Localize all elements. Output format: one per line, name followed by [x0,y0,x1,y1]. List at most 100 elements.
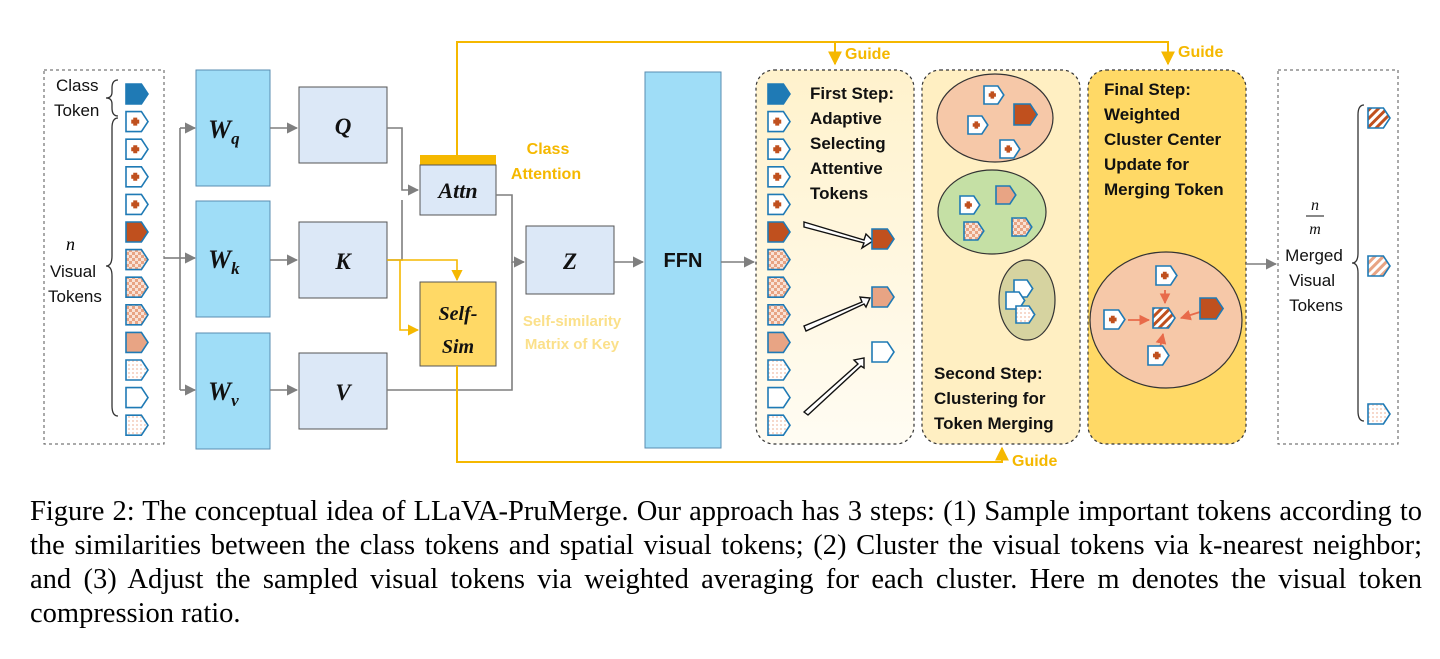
step3-line-4: Update for [1104,155,1189,174]
token-pattern-icon [773,172,782,181]
selection-arrows [802,221,875,416]
step3-line-5: Merging Token [1104,180,1224,199]
guide-label-step2: Guide [1012,453,1057,470]
step1-line-3: Selecting [810,134,886,153]
selfsim-label-2: Sim [442,336,474,358]
w-to-qkv-arrows [270,122,299,396]
token-icon [125,386,149,409]
pipeline-diagram: Class Token n Visual Tokens Wq Wk Wv Q K… [43,41,1399,470]
z-label: Z [562,249,577,274]
output-token-column [1367,107,1391,425]
class-token-label-2: Token [54,101,99,120]
step1-line-5: Tokens [810,184,868,203]
figure-caption: Figure 2: The conceptual idea of LLaVA-P… [30,496,1422,629]
selfsim-box [419,281,497,367]
token-icon [1152,307,1176,329]
fraction-denominator: m [1309,221,1321,238]
wq-label: Wq [208,115,240,148]
cluster-olive [998,259,1056,341]
token-icon [767,414,791,436]
token-icon [125,83,149,105]
k-label: K [334,249,352,274]
selfsim-label-1: Self- [439,303,478,325]
token-icon [125,304,149,326]
visual-tokens-label-2: Tokens [48,287,102,306]
step1-token-column [767,83,791,436]
guide-arrows [456,41,1175,463]
visual-tokens-label-1: Visual [50,262,96,281]
output-tokens-box [1277,69,1399,445]
guide-label-step1: Guide [845,46,890,63]
token-pattern-icon [773,200,782,209]
token-pattern-icon [1160,271,1169,280]
wq-box [195,69,271,187]
step2-panel [921,69,1081,445]
v-box [298,352,388,430]
token-pattern-icon [131,117,140,126]
token-icon [125,331,149,354]
selected-token-group [871,228,895,363]
ffn-label: FFN [664,250,703,272]
k-box [298,221,388,299]
step1-line-1: First Step: [810,84,894,103]
token-icon [125,248,149,271]
class-attention-label-1: Class [527,141,570,158]
merge-token-group [1103,265,1225,366]
token-pattern-icon [988,91,996,99]
token-icon [767,304,791,326]
token-pattern-icon [131,145,140,154]
token-icon [125,414,149,436]
ffn-box [644,71,722,449]
wk-box [195,200,271,318]
token-pattern-icon [131,172,140,181]
token-icon [1199,297,1225,320]
step3-line-1: Final Step: [1104,80,1191,99]
token-pattern-icon [972,121,980,129]
selfsim-caption-1: Self-similarity [523,313,622,330]
cluster-orange [936,73,1054,163]
wv-box [195,332,271,450]
class-token-brace [105,79,119,117]
v-label: V [335,380,352,405]
step3-line-2: Weighted [1104,105,1180,124]
step1-line-2: Adaptive [810,109,882,128]
token-pattern-icon [1108,315,1117,324]
left-token-column [125,83,149,436]
qk-to-attn-arrows [387,127,420,261]
class-attention-label-2: Attention [511,166,581,183]
step2-line-2: Clustering for [934,389,1046,408]
output-brace [1351,104,1365,422]
step3-line-3: Cluster Center [1104,130,1222,149]
merged-label-1: Merged [1285,246,1343,265]
selfsim-caption-2: Matrix of Key [525,336,620,353]
token-icon [767,83,791,105]
input-tokens-box [43,69,165,445]
k-to-selfsim-arrows [387,259,463,336]
token-icon [125,276,149,298]
token-icon [1367,403,1391,425]
token-icon [1367,107,1391,129]
token-pattern-icon [1152,351,1161,360]
q-box [298,86,388,164]
n-symbol: n [66,234,75,254]
cluster-green [937,169,1047,255]
merged-label-2: Visual [1289,271,1335,290]
step1-line-4: Attentive [810,159,883,178]
token-icon [995,185,1017,205]
merged-label-3: Tokens [1289,296,1343,315]
token-pattern-icon [773,117,782,126]
token-icon [1013,103,1039,126]
fraction-numerator: n [1311,197,1319,214]
q-label: Q [335,114,352,139]
token-icon [767,386,791,409]
token-pattern-icon [964,201,972,209]
token-icon [1367,255,1391,277]
guide-label-step3: Guide [1178,44,1223,61]
token-icon [767,331,791,354]
z-box [525,225,615,295]
cluster-token-group [959,85,1039,324]
attn-label: Attn [436,178,477,203]
token-icon [767,221,791,243]
token-pattern-icon [1004,145,1012,153]
